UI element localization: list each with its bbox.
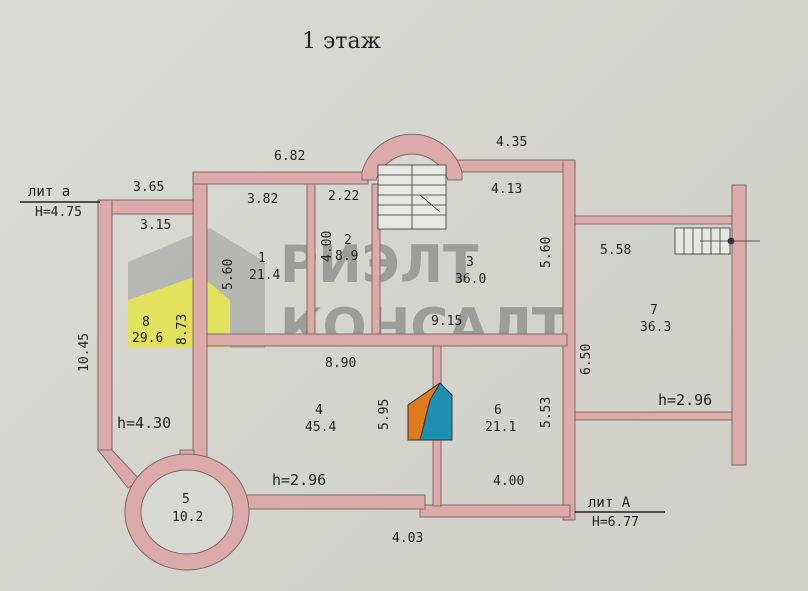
dim-6-82: 6.82 [274, 149, 305, 164]
stair-tower [361, 133, 463, 230]
room-2-number: 2 [344, 233, 352, 248]
dim-4-13: 4.13 [491, 182, 522, 197]
room-7-number: 7 [650, 303, 658, 318]
dim-9-15: 9.15 [431, 314, 462, 329]
plan-title: 1 этаж [302, 29, 381, 54]
shaft-icon [407, 382, 453, 441]
dim-8-90: 8.90 [325, 356, 356, 371]
dim-5-60-room1: 5.60 [221, 259, 236, 290]
dimension-labels: 6.82 4.35 3.65 3.15 3.82 2.22 4.13 5.60 … [77, 135, 631, 546]
lit-a-height: H=4.75 [35, 205, 82, 220]
dim-4-00-room6: 4.00 [493, 474, 524, 489]
stairs-icon [377, 164, 447, 230]
room-5-area: 10.2 [172, 510, 203, 525]
lit-A-label: лит А [588, 495, 631, 511]
height-labels: h=4.30 h=2.96 h=2.96 [117, 391, 712, 489]
room-7-area: 36.3 [640, 320, 671, 335]
dim-3-65: 3.65 [133, 180, 164, 195]
dim-5-58: 5.58 [600, 243, 631, 258]
walls [96, 159, 747, 521]
lit-a-label: лит а [28, 184, 70, 200]
room-4-number: 4 [315, 403, 323, 418]
dim-4-35: 4.35 [496, 135, 527, 150]
dim-5-53: 5.53 [539, 397, 554, 428]
room-8-area: 29.6 [132, 331, 163, 346]
dim-4-00-room2: 4.00 [320, 231, 335, 262]
room-1-number: 1 [258, 251, 266, 266]
annex-stairs-icon [674, 227, 760, 255]
height-2-96-room4: h=2.96 [272, 471, 326, 489]
dim-2-22: 2.22 [328, 189, 359, 204]
room-8-number: 8 [142, 315, 150, 330]
lit-A-height: H=6.77 [592, 515, 639, 530]
room-6-area: 21.1 [485, 420, 516, 435]
dim-5-60-room3: 5.60 [539, 237, 554, 268]
round-room [124, 453, 250, 571]
room-2-area: 8.9 [335, 249, 358, 264]
dim-5-95: 5.95 [377, 399, 392, 430]
height-2-96-room7: h=2.96 [658, 391, 712, 409]
room-labels: 1 21.4 2 8.9 3 36.0 4 45.4 5 10.2 6 21.1… [132, 233, 671, 525]
room-6-number: 6 [494, 403, 502, 418]
dim-8-73: 8.73 [175, 314, 190, 345]
dim-4-03: 4.03 [392, 531, 423, 546]
room-3-number: 3 [466, 255, 474, 270]
room-4-area: 45.4 [305, 420, 336, 435]
leader-lines [20, 201, 665, 513]
dim-3-82: 3.82 [247, 192, 278, 207]
watermark-line2: КОНСАЛТ [280, 298, 568, 358]
room-1-area: 21.4 [249, 268, 280, 283]
room-5-number: 5 [182, 492, 190, 507]
dim-6-50: 6.50 [579, 344, 594, 375]
height-4-30: h=4.30 [117, 414, 171, 432]
dim-3-15: 3.15 [140, 218, 171, 233]
dim-10-45: 10.45 [77, 333, 92, 372]
room-3-area: 36.0 [455, 272, 486, 287]
